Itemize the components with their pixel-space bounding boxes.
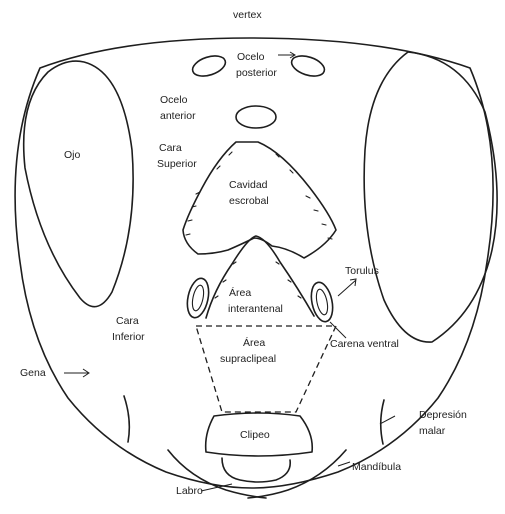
left-compound-eye (24, 61, 133, 307)
label-gena: Gena (20, 367, 46, 379)
label-carena-ventral: Carena ventral (330, 338, 399, 350)
label-labro: Labro (176, 485, 203, 497)
label-ocelo-anterior-2: anterior (160, 110, 196, 122)
label-depresion-malar: Depresión (419, 409, 467, 421)
label-cavidad-2: escrobal (229, 195, 269, 207)
label-area-interantenal: Área (229, 286, 251, 299)
label-area-interantenal-2: interantenal (228, 303, 283, 315)
left-malar-depression (124, 396, 129, 442)
posterior-ocellus-left (190, 52, 228, 80)
label-cavidad: Cavidad (229, 179, 268, 191)
label-vertex: vertex (233, 9, 262, 21)
anterior-ocellus (236, 106, 276, 128)
label-ojo: Ojo (64, 149, 81, 161)
label-mandibula: Mandíbula (352, 461, 401, 473)
supraclypeal-area (196, 326, 336, 412)
label-cara-inferior-2: Inferior (112, 331, 145, 343)
label-ocelo-posterior: Ocelo (237, 51, 265, 63)
right-antennal-socket-inner (314, 288, 329, 316)
posterior-ocellus-right (289, 52, 327, 80)
label-depresion-malar-2: malar (419, 425, 446, 437)
label-cara-superior-2: Superior (157, 158, 197, 170)
labrum (222, 458, 290, 482)
labels: vertex Ocelo posterior Ocelo anterior Oj… (20, 9, 467, 497)
label-torulus: Torulus (345, 265, 379, 277)
right-compound-eye (364, 52, 497, 342)
left-antennal-socket-inner (190, 284, 205, 312)
interantennal-stipple (215, 262, 301, 298)
label-clipeo: Clipeo (240, 429, 270, 441)
label-area-supraclipeal-2: supraclipeal (220, 353, 276, 365)
right-antennal-socket (308, 280, 336, 323)
label-area-supraclipeal: Área (243, 336, 265, 349)
label-cara-superior: Cara (159, 142, 182, 154)
label-ocelo-posterior-2: posterior (236, 67, 277, 79)
label-ocelo-anterior: Ocelo (160, 94, 188, 106)
label-cara-inferior: Cara (116, 315, 139, 327)
